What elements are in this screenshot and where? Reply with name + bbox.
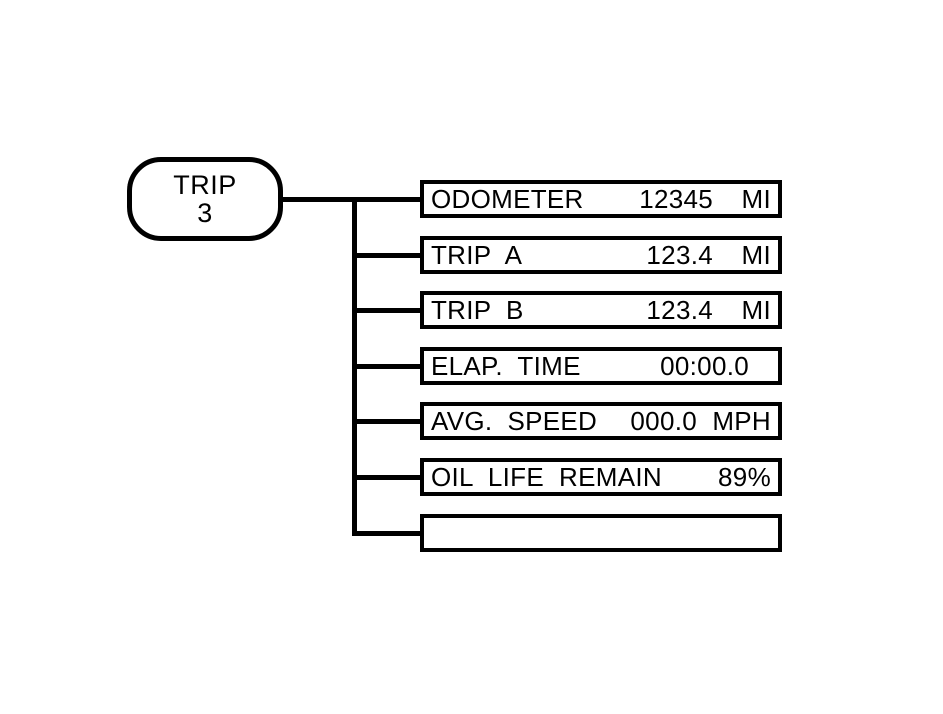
- row-label-oil-life-remain: OIL LIFE REMAIN: [431, 461, 662, 492]
- row-value-trip-a: 123.4: [646, 239, 713, 270]
- row-value-odometer: 12345: [639, 183, 713, 214]
- row-value-trip-b: 123.4: [646, 294, 713, 325]
- row-unit-trip-a: MI: [741, 239, 771, 270]
- node-label-line-1: TRIP: [173, 169, 237, 200]
- display-row-elapsed-time[interactable]: ELAP. TIME 00:00.0: [420, 347, 782, 385]
- display-row-blank[interactable]: [420, 514, 782, 552]
- display-row-odometer[interactable]: ODOMETER 12345 MI: [420, 180, 782, 218]
- row-unit-odometer: MI: [741, 183, 771, 214]
- node-label-line-2: 3: [197, 198, 213, 228]
- branch-stub-odometer: [352, 197, 420, 202]
- row-label-odometer: ODOMETER: [431, 183, 584, 214]
- branch-stub-trip-b: [352, 308, 420, 313]
- branch-stub-blank: [352, 531, 420, 536]
- row-value-elapsed-time: 00:00.0: [660, 350, 749, 381]
- node-trip-3[interactable]: TRIP 3: [127, 157, 283, 241]
- row-label-trip-b: TRIP B: [431, 294, 524, 325]
- branch-stub-elapsed-time: [352, 364, 420, 369]
- display-row-trip-a[interactable]: TRIP A 123.4 MI: [420, 236, 782, 274]
- row-label-average-speed: AVG. SPEED: [431, 405, 598, 436]
- row-value-oil-life-remain: 89%: [718, 461, 771, 492]
- branch-stub-oil-life-remain: [352, 475, 420, 480]
- display-row-oil-life-remain[interactable]: OIL LIFE REMAIN 89%: [420, 458, 782, 496]
- row-unit-average-speed: MPH: [712, 405, 771, 436]
- node-to-trunk-line: [281, 197, 357, 202]
- branch-stub-trip-a: [352, 253, 420, 258]
- row-unit-trip-b: MI: [741, 294, 771, 325]
- branch-stub-average-speed: [352, 419, 420, 424]
- row-label-elapsed-time: ELAP. TIME: [431, 350, 581, 381]
- row-label-trip-a: TRIP A: [431, 239, 523, 270]
- row-value-average-speed: 000.0: [630, 405, 697, 436]
- display-row-trip-b[interactable]: TRIP B 123.4 MI: [420, 291, 782, 329]
- display-row-average-speed[interactable]: AVG. SPEED 000.0 MPH: [420, 402, 782, 440]
